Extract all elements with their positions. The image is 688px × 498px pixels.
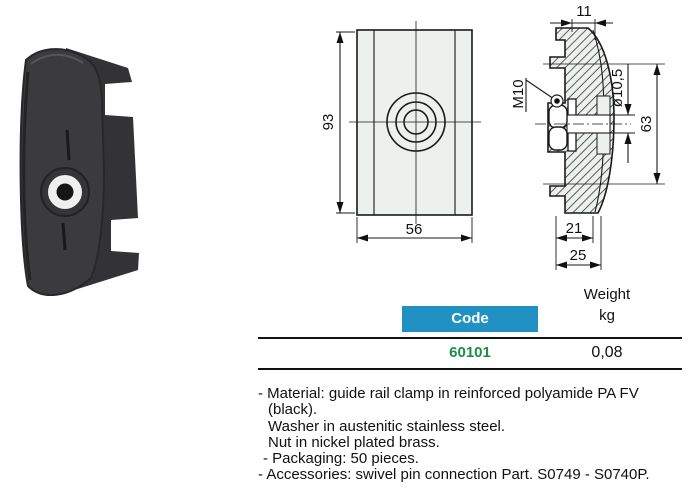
weight-unit-label: kg	[599, 307, 615, 324]
section-thread-text: M10	[510, 79, 527, 108]
section-thread-label: M10	[510, 78, 564, 112]
photo-slit-top	[65, 129, 71, 161]
section-dim-depths: 21 25	[555, 216, 602, 270]
photo-left-edge	[22, 71, 32, 281]
code-value: 60101	[449, 344, 491, 361]
note-line-washer: Washer in austenitic stainless steel.	[268, 417, 506, 435]
note-line-accessories: - Accessories: swivel pin connection Par…	[258, 466, 650, 484]
photo-slit-bottom	[61, 222, 67, 251]
photo-center-hole	[56, 183, 74, 201]
note-line-black: (black).	[268, 401, 318, 419]
section-dim-hole: ø10,5	[609, 64, 635, 163]
front-view-drawing: 93 56	[320, 21, 481, 243]
section-hole-dim-text: ø10,5	[609, 69, 626, 107]
note-line-nut: Nut in nickel plated brass.	[268, 433, 440, 451]
section-height-dim-text: 63	[638, 116, 655, 133]
section-top-dim-text: 11	[576, 3, 592, 20]
front-height-dim-text: 93	[320, 114, 337, 131]
note-line-packaging: - Packaging: 50 pieces.	[263, 450, 419, 468]
section-depth-inner-dim-text: 21	[566, 220, 583, 237]
section-nut	[548, 104, 568, 151]
section-dim-top: 11	[550, 3, 613, 40]
front-plate	[356, 29, 473, 216]
code-column-header: Code	[402, 306, 538, 332]
weight-column-header: Weight	[583, 286, 631, 303]
product-photo	[19, 48, 139, 297]
notes-block: - Material: guide rail clamp in reinforc…	[258, 385, 684, 484]
weight-value: 0,08	[591, 344, 623, 361]
front-dim-height: 93	[320, 31, 355, 214]
section-dim-height: 63	[543, 63, 665, 185]
table-rule-bottom	[258, 368, 682, 370]
photo-highlight	[30, 53, 84, 65]
section-depth-outer-dim-text: 25	[570, 247, 587, 264]
note-line-material: - Material: guide rail clamp in reinforc…	[258, 385, 639, 402]
front-width-dim-text: 56	[406, 221, 423, 238]
table-rule-top	[258, 337, 682, 339]
section-view-drawing: 11 M10 ø10,5 63	[510, 3, 665, 270]
front-dim-width: 56	[356, 217, 473, 243]
